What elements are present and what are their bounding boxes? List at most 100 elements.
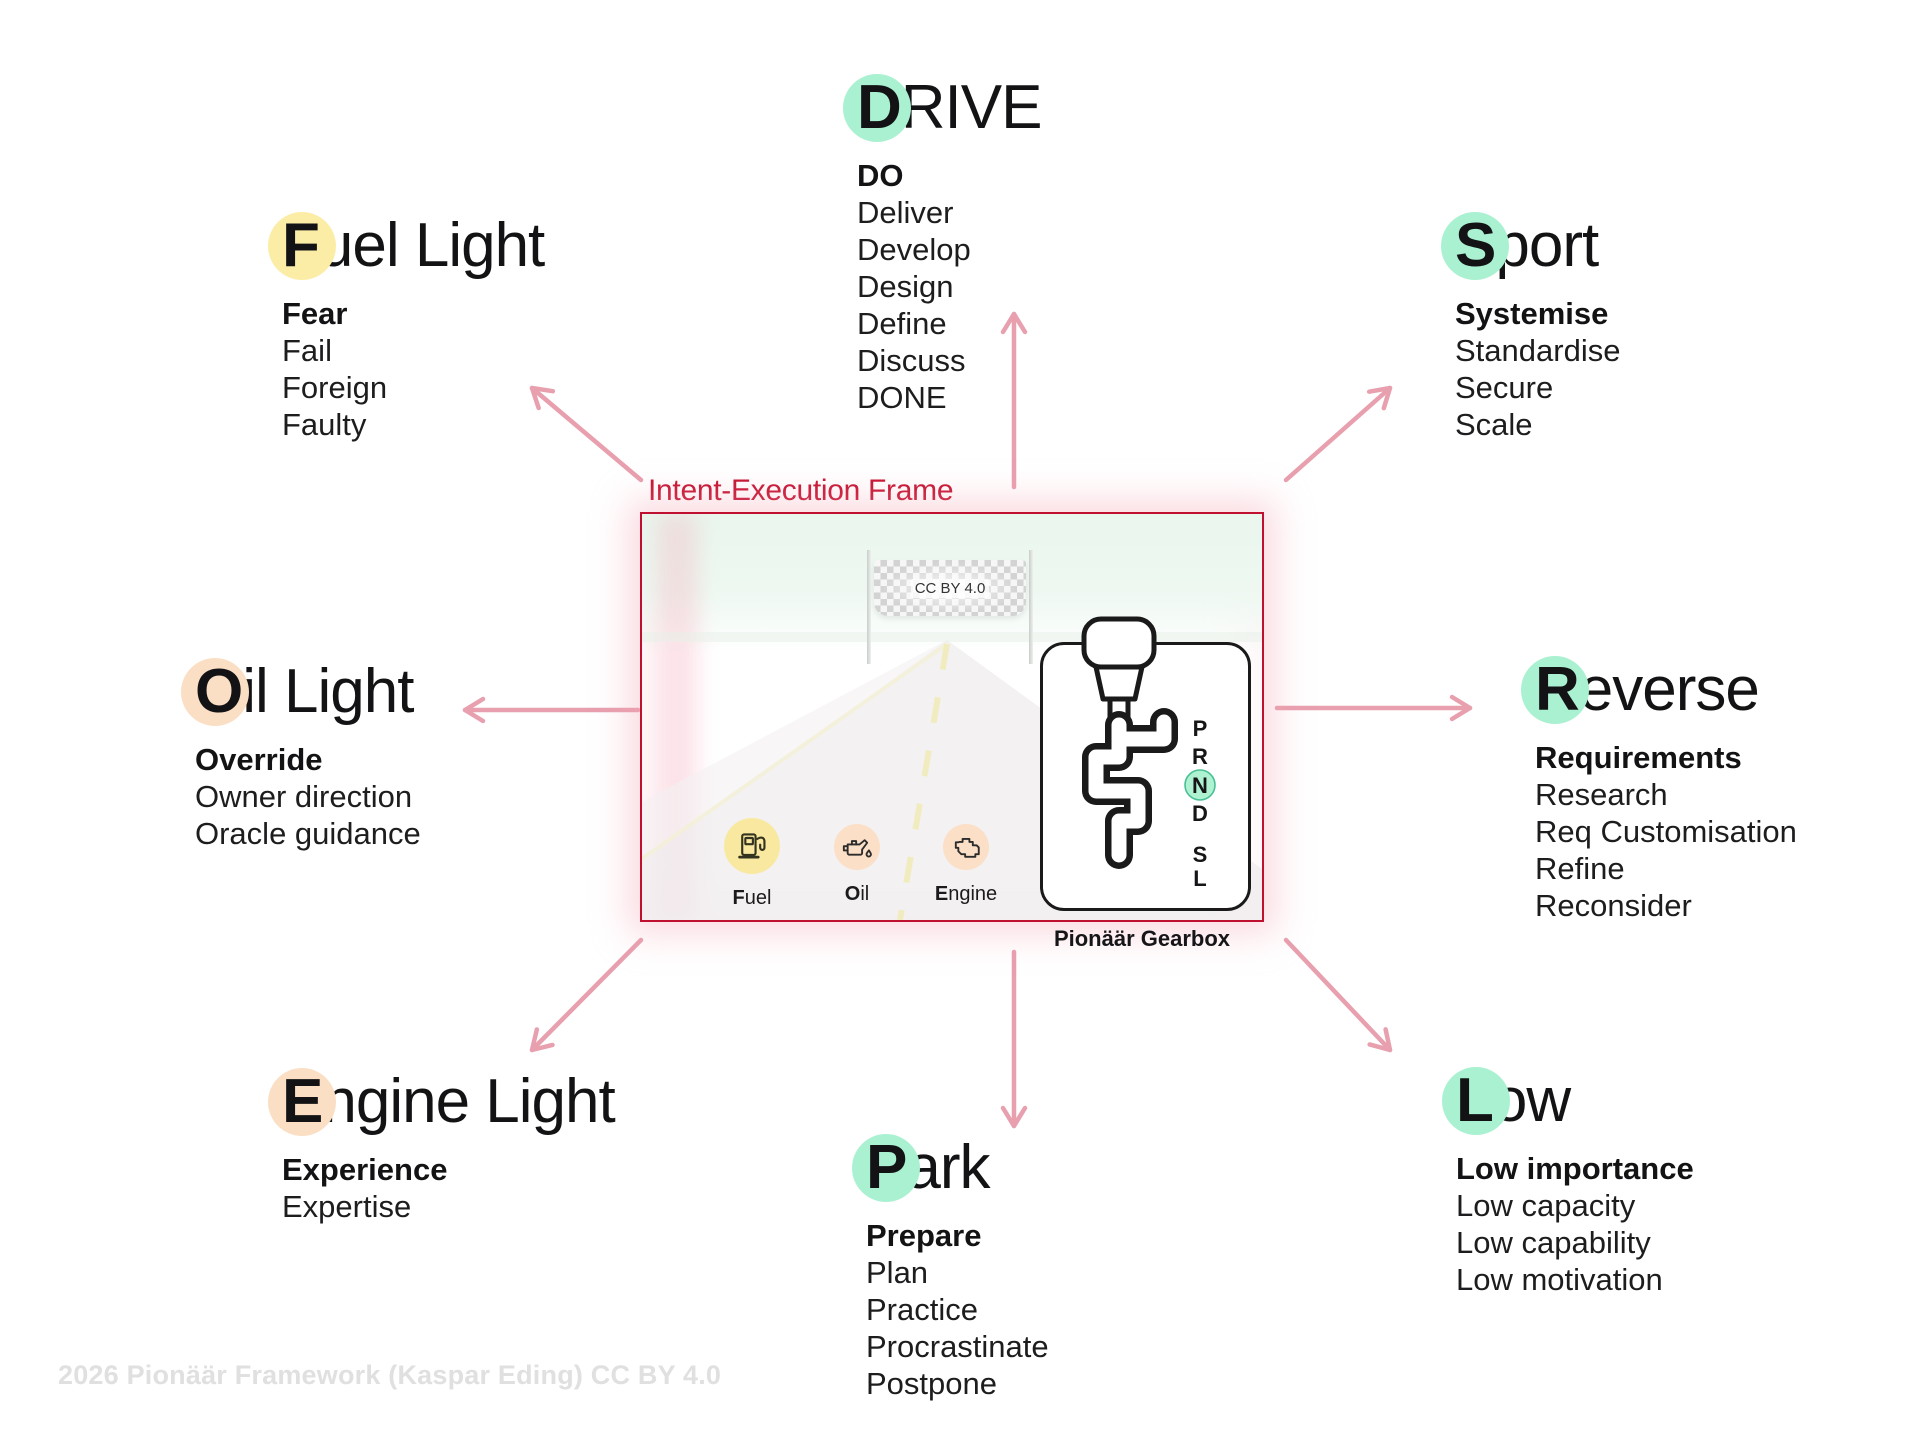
indicator-fuel: Fuel: [724, 818, 780, 910]
list-item: DONE: [857, 380, 947, 416]
list-item: Req Customisation: [1535, 814, 1797, 850]
list-item: Standardise: [1455, 333, 1621, 369]
oil-label-initial: O: [844, 883, 861, 905]
node-oil-light-lead: Override: [195, 742, 323, 778]
gear-letter-p: P: [1193, 716, 1208, 741]
list-item: Develop: [857, 232, 971, 268]
list-item: Low capacity: [1456, 1188, 1636, 1224]
arrow-to-low: [1283, 937, 1393, 1053]
flag-pole-left: [867, 550, 871, 664]
indicator-engine-label: Engine: [896, 883, 1036, 906]
list-item: Low capability: [1456, 1225, 1651, 1261]
arrow-to-engine-light: [529, 937, 644, 1053]
indicator-fuel-label: Fuel: [682, 887, 822, 910]
copyright-watermark: 2026 Pionäär Framework (Kaspar Eding) CC…: [58, 1360, 722, 1390]
node-fuel-light-title: Fuel Light: [268, 211, 545, 281]
fuel-pump-icon: [724, 818, 780, 874]
list-item: Define: [857, 306, 947, 342]
node-sport-title: Sport: [1440, 211, 1620, 281]
list-item: Plan: [866, 1255, 929, 1291]
node-fuel-light-lead: Fear: [282, 296, 348, 332]
node-park-title: Park: [851, 1133, 1049, 1203]
list-item: Faulty: [282, 407, 367, 443]
node-engine-light-title: Engine Light: [267, 1067, 616, 1137]
indicator-oil: Oil: [834, 824, 880, 906]
reverse-highlight-letter: R: [1521, 655, 1589, 725]
node-low-lead: Low importance: [1456, 1151, 1694, 1187]
list-item: Discuss: [857, 343, 966, 379]
list-item: Deliver: [857, 195, 954, 231]
arrow-to-fuel-light: [529, 385, 644, 483]
list-item: Research: [1535, 777, 1668, 813]
oil-label-rest: il: [860, 883, 870, 905]
list-item: Foreign: [282, 370, 388, 406]
indicator-oil-label: Oil: [787, 883, 927, 906]
reverse-title-rest: everse: [1578, 655, 1760, 724]
engine-light-highlight-letter: E: [267, 1067, 337, 1137]
list-item: Reconsider: [1535, 888, 1692, 924]
sport-highlight-letter: S: [1440, 211, 1510, 281]
list-item: Scale: [1455, 407, 1533, 443]
oil-light-title-rest: il Light: [242, 657, 414, 726]
oil-can-icon: [834, 824, 880, 870]
low-highlight-letter: L: [1442, 1066, 1510, 1136]
gear-letter-d: D: [1192, 801, 1208, 826]
frame-label: Intent-Execution Frame: [648, 474, 954, 507]
drive-highlight-letter: D: [843, 73, 911, 143]
checkered-flag: CC BY 4.0: [874, 560, 1026, 616]
gear-letter-l: L: [1193, 866, 1206, 891]
list-item: Low motivation: [1456, 1262, 1663, 1298]
node-drive-title: DRIVE: [843, 73, 1043, 143]
park-title-rest: ark: [906, 1133, 990, 1202]
engine-icon: [943, 824, 989, 870]
sport-title-rest: port: [1495, 211, 1599, 280]
node-reverse-lead: Requirements: [1535, 740, 1742, 776]
flag-pole-right: [1029, 550, 1033, 664]
node-oil-light-title: Oil Light: [180, 657, 421, 727]
gear-shifter-icon: P R N D S L: [1081, 616, 1216, 891]
selected-gear-circle: [1184, 769, 1216, 801]
list-item: Practice: [866, 1292, 978, 1328]
list-item: Fail: [282, 333, 332, 369]
list-item: Procrastinate: [866, 1329, 1049, 1365]
node-low-title: Low: [1442, 1066, 1694, 1136]
engine-light-title-rest: ngine Light: [322, 1067, 615, 1136]
intent-execution-frame: CC BY 4.0 Fuel: [640, 512, 1264, 922]
node-sport-lead: Systemise: [1455, 296, 1609, 332]
engine-label-initial: E: [934, 883, 949, 905]
drive-title-rest: RIVE: [900, 73, 1043, 142]
fuel-light-highlight-letter: F: [268, 211, 336, 281]
list-item: Refine: [1535, 851, 1625, 887]
fuel-light-title-rest: uel Light: [318, 211, 545, 280]
flag-license-text: CC BY 4.0: [910, 578, 990, 598]
indicator-engine: Engine: [935, 824, 997, 906]
node-engine-light-lead: Experience: [282, 1152, 448, 1188]
engine-label-rest: ngine: [948, 883, 998, 905]
list-item: Design: [857, 269, 954, 305]
node-engine-light-list: Expertise: [282, 1188, 615, 1225]
node-engine-light: Engine Light Experience Expertise: [267, 1067, 616, 1225]
gear-letter-s: S: [1193, 842, 1208, 867]
list-item: Expertise: [282, 1189, 412, 1225]
fuel-label-rest: uel: [744, 887, 772, 909]
list-item: Secure: [1455, 370, 1554, 406]
list-item: Postpone: [866, 1366, 997, 1402]
node-drive-lead: DO: [857, 158, 904, 194]
oil-light-highlight-letter: O: [180, 657, 250, 727]
list-item: Owner direction: [195, 779, 413, 815]
